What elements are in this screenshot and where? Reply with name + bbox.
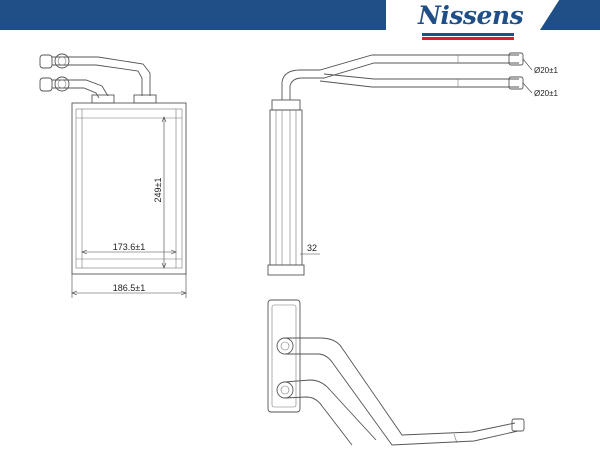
dimension-depth: 32 <box>307 243 317 253</box>
front-pipe-connectors <box>39 53 157 104</box>
side-pipes <box>281 52 533 100</box>
side-core <box>267 99 320 276</box>
side-view: 32 Ø20±1 Ø20±1 <box>267 52 559 276</box>
logo-underline-red <box>422 37 514 40</box>
logo-text: Nissens <box>418 1 524 30</box>
dimension-outer-width: 186.5±1 <box>113 283 145 293</box>
header-banner-left <box>0 0 386 30</box>
dimension-inner-width: 173.6±1 <box>113 242 145 252</box>
front-dimensions <box>71 116 187 298</box>
dimension-pipe-upper: Ø20±1 <box>534 66 559 75</box>
front-core <box>71 102 187 275</box>
dimension-pipe-lower: Ø20±1 <box>534 89 559 98</box>
logo-underline-blue <box>422 33 514 36</box>
dimension-height: 249±1 <box>153 178 163 203</box>
nissens-logo: Nissens <box>418 0 524 42</box>
front-view: 249±1 173.6±1 186.5±1 <box>39 53 187 298</box>
bottom-view <box>267 299 525 446</box>
